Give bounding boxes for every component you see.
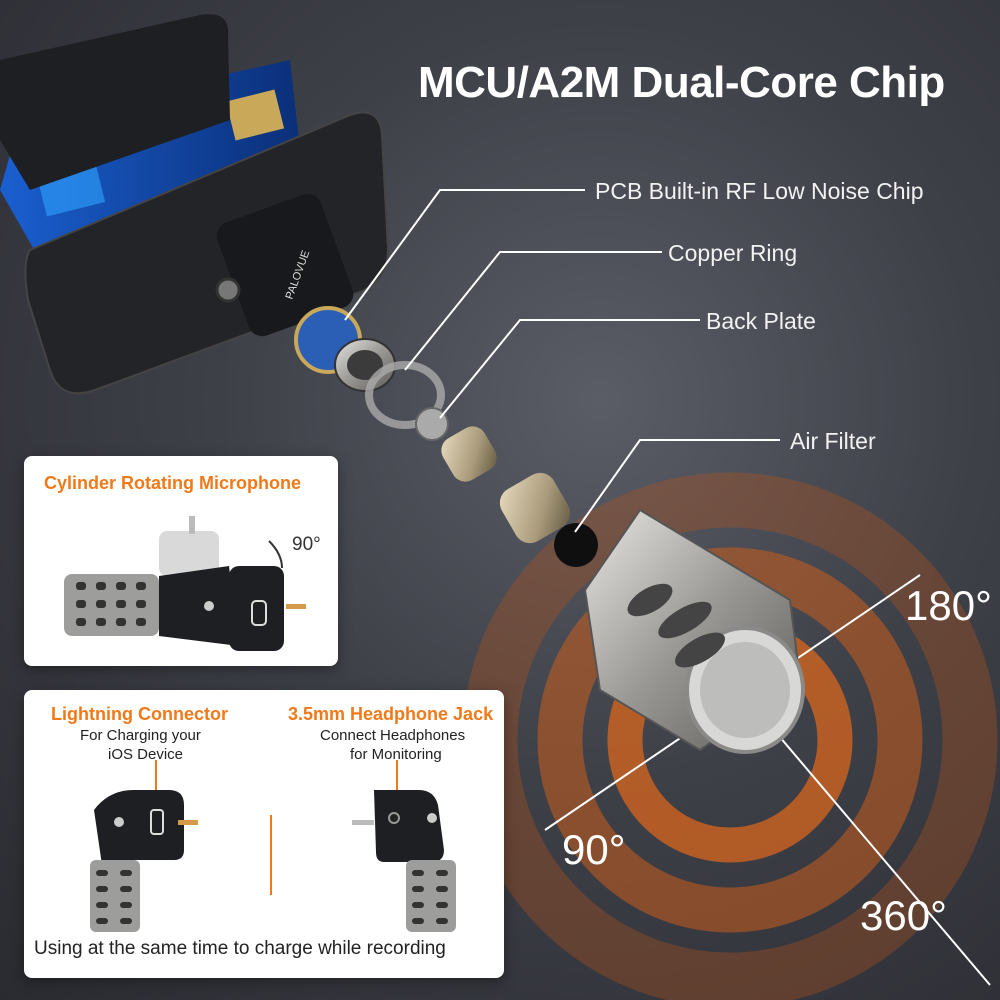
air-filter-part (554, 523, 598, 567)
rotation-angle-label: 90° (292, 534, 321, 555)
rotating-card-title: Cylinder Rotating Microphone (44, 473, 302, 493)
angle-180-label: 180° (905, 582, 992, 629)
headphone-jack-title: 3.5mm Headphone Jack (288, 704, 494, 724)
rotating-microphone-card: Cylinder Rotating Microphone 90° (24, 456, 338, 666)
lightning-desc-line-1: For Charging your (80, 727, 201, 744)
callout-copper-ring: Copper Ring (668, 240, 798, 266)
callout-pcb: PCB Built-in RF Low Noise Chip (595, 178, 924, 204)
angle-360-label: 360° (860, 892, 947, 939)
ports-card: Lightning Connector For Charging your iO… (24, 690, 504, 978)
capsule-part (441, 426, 571, 544)
angle-90-label: 90° (562, 826, 626, 873)
microphone-mesh-head (583, 508, 805, 754)
charge-while-recording-caption: Using at the same time to charge while r… (34, 938, 446, 959)
lightning-port-device (90, 790, 198, 932)
rotating-microphone-illustration (64, 516, 306, 651)
jack-desc-line-1: Connect Headphones (320, 727, 466, 744)
headphone-jack-device (352, 790, 456, 932)
callout-back-plate: Back Plate (706, 308, 816, 334)
washer-part (365, 361, 445, 429)
back-plate-part (415, 407, 449, 441)
callout-air-filter: Air Filter (790, 428, 876, 454)
jack-desc-line-2: for Monitoring (350, 746, 442, 763)
ports-illustration (90, 760, 456, 932)
lightning-connector-title: Lightning Connector (51, 704, 228, 724)
headline: MCU/A2M Dual-Core Chip (418, 58, 945, 107)
lightning-desc-line-2: iOS Device (108, 746, 184, 763)
copper-ring-part (334, 338, 396, 392)
callout-lines (344, 189, 780, 533)
